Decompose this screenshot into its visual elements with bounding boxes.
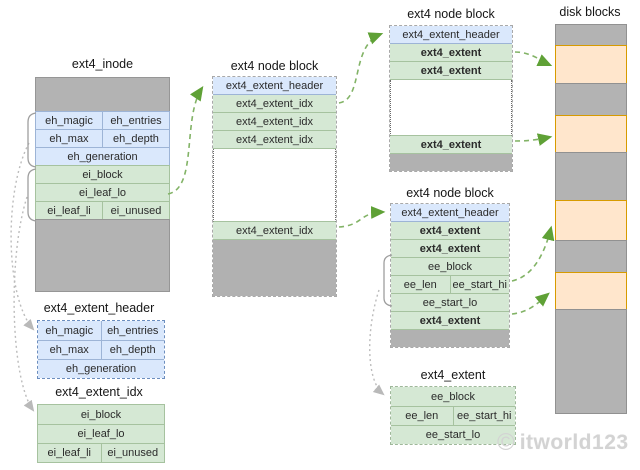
inode-cell-ei-leaf-lo: ei_leaf_lo <box>35 183 170 202</box>
inode-row-eh-magic-entries: eh_magic eh_entries <box>35 111 170 130</box>
node2-title: ext4 node block <box>407 7 495 21</box>
node2-header: ext4_extent_header <box>390 26 512 44</box>
disk-block-gray-3 <box>555 152 627 201</box>
extent-header-cell-eh-generation: eh_generation <box>38 359 164 378</box>
node1-idx-1: ext4_extent_idx <box>213 95 336 113</box>
node1-unused-tail <box>213 240 336 296</box>
extent-header-cell-eh-entries: eh_entries <box>100 321 165 340</box>
extent-header-legend-title: ext4_extent_header <box>43 301 155 315</box>
inode-cell-ei-unused: ei_unused <box>102 202 169 219</box>
node1-title: ext4 node block <box>230 59 319 73</box>
disk-block-orange-1 <box>555 45 627 84</box>
node3-extent-3: ext4_extent <box>391 312 509 330</box>
extent-header-cell-eh-depth: eh_depth <box>100 341 165 359</box>
inode-cell-eh-max: eh_max <box>49 132 89 145</box>
arrow-node3-extent-detail-to-disk <box>511 225 555 282</box>
disk-block-orange-2 <box>555 115 627 153</box>
extent-idx-legend-block: ei_block ei_leaf_lo ei_leaf_li ei_unused <box>37 404 165 463</box>
node3-cell-ee-block: ee_block <box>391 258 509 276</box>
extent-idx-cell-ei-leaf-li: ei_leaf_li <box>47 447 91 459</box>
node3-cell-ee-start-hi: ee_start_hi <box>449 276 510 293</box>
node2-extent-1: ext4_extent <box>390 44 512 62</box>
inode-reserved-top <box>35 77 170 112</box>
disk-block-gray-2 <box>555 83 627 116</box>
extent-idx-legend-title: ext4_extent_idx <box>55 385 143 399</box>
extent-header-row-magic-entries: eh_magic eh_entries <box>38 321 164 340</box>
arrow-node2-extent3-to-disk <box>514 133 553 146</box>
node3-unused-tail <box>391 330 509 347</box>
node1-header: ext4_extent_header <box>213 77 336 95</box>
arrow-inode-to-node1 <box>167 86 204 195</box>
inode-row-ei-leaf-li-unused: ei_leaf_li ei_unused <box>35 201 170 220</box>
inode-cell-ei-leaf-li: ei_leaf_li <box>47 204 91 217</box>
inode-block: eh_magic eh_entries eh_max eh_depth eh_g… <box>35 77 170 292</box>
extent-header-legend-block: eh_magic eh_entries eh_max eh_depth eh_g… <box>37 320 165 379</box>
node1-block: ext4_extent_header ext4_extent_idx ext4_… <box>212 76 337 297</box>
disk-blocks-title: disk blocks <box>559 5 621 19</box>
node2-extent-3: ext4_extent <box>390 136 512 154</box>
extent-legend-block: ee_block ee_len ee_start_hi ee_start_lo <box>390 386 516 445</box>
disk-block-gray-4 <box>555 240 627 273</box>
inode-title: ext4_inode <box>71 57 134 71</box>
arrow-node3-extent-fields-to-legend <box>369 289 385 396</box>
node3-cell-ee-start-lo: ee_start_lo <box>391 294 509 312</box>
extent-legend-title: ext4_extent <box>420 368 486 382</box>
node3-extent-2: ext4_extent <box>391 240 509 258</box>
extent-header-cell-eh-max: eh_max <box>49 344 89 356</box>
extent-idx-cell-ei-block: ei_block <box>38 405 164 424</box>
inode-cell-ei-block: ei_block <box>35 165 170 184</box>
inode-row-eh-max-depth: eh_max eh_depth <box>35 129 170 148</box>
node3-extent-1: ext4_extent <box>391 222 509 240</box>
node3-block: ext4_extent_header ext4_extent ext4_exte… <box>390 203 510 348</box>
extent-legend-cell-ee-start-lo: ee_start_lo <box>391 425 515 444</box>
disk-block-orange-3 <box>555 200 627 241</box>
disk-block-gray-5 <box>555 309 627 414</box>
node3-header: ext4_extent_header <box>391 204 509 222</box>
inode-cell-eh-magic: eh_magic <box>45 114 93 127</box>
extent-legend-cell-ee-start-hi: ee_start_hi <box>452 407 516 425</box>
disk-block-orange-4 <box>555 272 627 310</box>
arrow-node1-idx1-to-node2 <box>338 32 384 104</box>
extent-header-row-max-depth: eh_max eh_depth <box>38 340 164 359</box>
extent-legend-cell-ee-len: ee_len <box>405 410 439 422</box>
node1-ellipsis-gap <box>213 149 336 222</box>
copyright-icon: © <box>497 429 515 456</box>
arrow-node3-extent3-to-disk <box>511 292 550 315</box>
node3-row-ee-len-start-hi: ee_len ee_start_hi <box>391 276 509 294</box>
extent-legend-cell-ee-block: ee_block <box>391 387 515 406</box>
watermark-text: itworld123 <box>519 431 629 454</box>
node2-unused-tail <box>390 154 512 171</box>
extent-header-cell-eh-magic: eh_magic <box>45 324 94 337</box>
inode-cell-eh-depth: eh_depth <box>102 130 169 147</box>
extent-idx-cell-ei-leaf-lo: ei_leaf_lo <box>38 424 164 443</box>
disk-blocks-column <box>555 24 627 414</box>
arrow-node1-idx4-to-node3 <box>338 206 386 228</box>
arrow-node2-extent1-to-disk <box>514 51 553 66</box>
node1-idx-2: ext4_extent_idx <box>213 113 336 131</box>
inode-cell-eh-entries: eh_entries <box>102 112 169 129</box>
inode-cell-eh-generation: eh_generation <box>35 147 170 166</box>
node1-idx-4: ext4_extent_idx <box>213 222 336 240</box>
node3-cell-ee-len: ee_len <box>403 278 437 291</box>
inode-reserved-bottom <box>35 219 170 292</box>
disk-block-gray-1 <box>555 24 627 46</box>
extent-idx-cell-ei-unused: ei_unused <box>100 444 165 462</box>
watermark: © itworld123 <box>497 431 629 455</box>
node1-idx-3: ext4_extent_idx <box>213 131 336 149</box>
extent-legend-row-ee-len-start-hi: ee_len ee_start_hi <box>391 406 515 425</box>
node2-ellipsis-gap <box>390 80 512 136</box>
node3-title: ext4 node block <box>406 186 494 200</box>
node2-extent-2: ext4_extent <box>390 62 512 80</box>
node2-block: ext4_extent_header ext4_extent ext4_exte… <box>389 25 513 172</box>
extent-idx-row-leaf-li-unused: ei_leaf_li ei_unused <box>38 443 164 462</box>
